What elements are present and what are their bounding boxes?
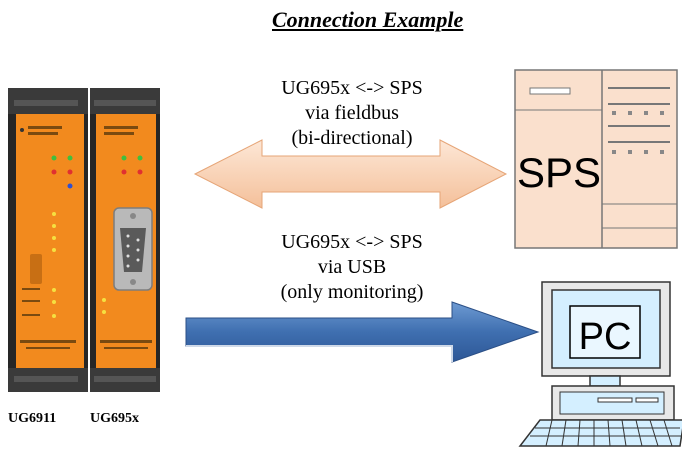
- device-ug695x: [90, 88, 160, 392]
- fieldbus-label-line2: via fieldbus: [305, 102, 399, 124]
- pc-text: PC: [579, 316, 632, 358]
- device-name-ug695x: UG695x: [90, 411, 139, 426]
- page-title: Connection Example: [272, 7, 464, 32]
- sps-controller: SPS: [514, 69, 678, 249]
- usb-arrow: [185, 301, 540, 363]
- fieldbus-label: UG695x <-> SPS via fieldbus (bi-directio…: [252, 76, 452, 151]
- usb-label-line1: UG695x <-> SPS: [281, 231, 423, 253]
- device-ug6911: [8, 88, 88, 392]
- fieldbus-arrow: [193, 139, 508, 209]
- fieldbus-label-line3: (bi-directional): [291, 127, 413, 149]
- usb-label-line2: via USB: [317, 256, 387, 278]
- device-name-ug6911: UG6911: [8, 411, 57, 426]
- usb-label-line3: (only monitoring): [280, 281, 424, 303]
- sps-text: SPS: [517, 149, 601, 196]
- pc-computer: PC: [518, 281, 682, 447]
- fieldbus-label-line1: UG695x <-> SPS: [281, 77, 423, 99]
- usb-label: UG695x <-> SPS via USB (only monitoring): [242, 230, 462, 305]
